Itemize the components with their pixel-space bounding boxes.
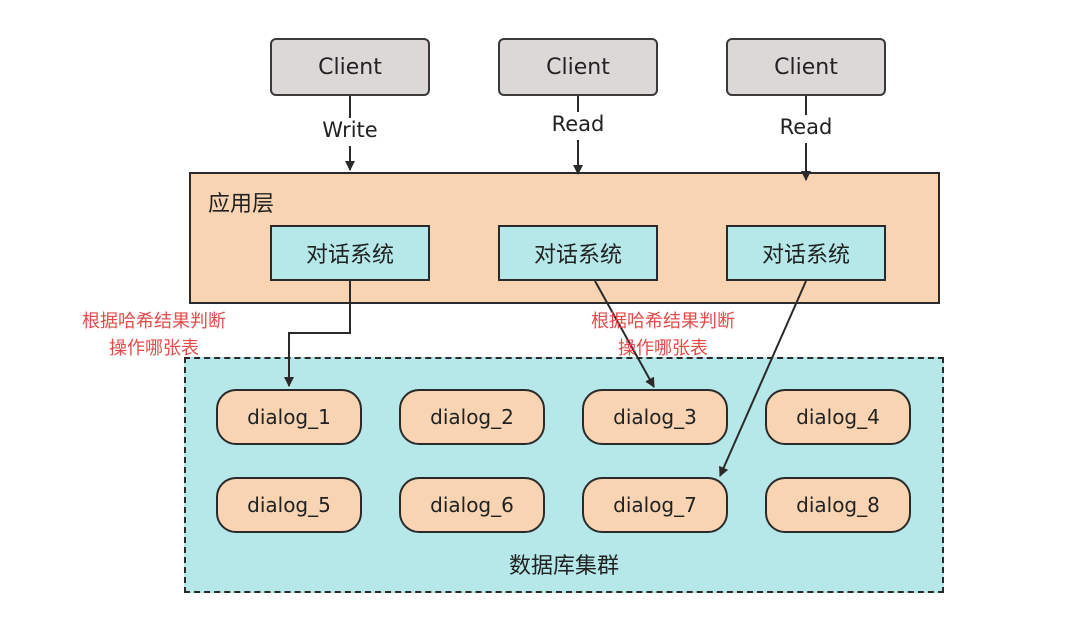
hash-route-note-1-line-1: 根据哈希结果判断 [82, 311, 226, 332]
dialog-table-8: dialog_8 [765, 477, 911, 533]
service-2-to-dialog-3-arrow [594, 280, 655, 388]
dialog-table-7: dialog_7 [582, 477, 728, 533]
read-label-1: Read [548, 112, 608, 140]
hash-route-note-2-line-1: 根据哈希结果判断 [591, 311, 735, 332]
read-label-2: Read [776, 115, 836, 143]
client-box-1: Client [270, 38, 430, 96]
dialog-service-2: 对话系统 [498, 225, 658, 281]
dialog-table-2: dialog_2 [399, 389, 545, 445]
dialog-service-3: 对话系统 [726, 225, 886, 281]
app-layer-title: 应用层 [208, 192, 275, 217]
service-3-to-dialog-7-arrow [719, 280, 807, 477]
dialog-table-5: dialog_5 [216, 477, 362, 533]
hash-route-note-2-line-2: 操作哪张表 [618, 338, 708, 359]
dialog-table-3: dialog_3 [582, 389, 728, 445]
hash-route-note-2: 根据哈希结果判断 操作哪张表 [573, 308, 753, 362]
client-box-2: Client [498, 38, 658, 96]
client-box-3: Client [726, 38, 886, 96]
dialog-service-1: 对话系统 [270, 225, 430, 281]
hash-route-note-1: 根据哈希结果判断 操作哪张表 [64, 308, 244, 362]
hash-route-note-1-line-2: 操作哪张表 [109, 338, 199, 359]
write-label: Write [316, 118, 384, 146]
dialog-table-4: dialog_4 [765, 389, 911, 445]
service-1-to-dialog-1-arrow [284, 281, 351, 387]
dialog-table-6: dialog_6 [399, 477, 545, 533]
cluster-title: 数据库集群 [508, 554, 619, 579]
dialog-table-1: dialog_1 [216, 389, 362, 445]
